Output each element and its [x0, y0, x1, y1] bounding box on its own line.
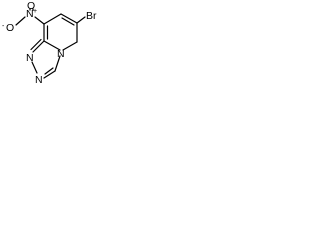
bond-nitro-o-left: [15, 16, 26, 26]
bond-c8-c7: [43, 13, 62, 25]
bond-c8a-n1: [32, 40, 45, 53]
bond-n2-c3-double: [44, 67, 54, 75]
bromine-label: Br: [86, 10, 97, 22]
bond-n1-n2: [31, 61, 38, 74]
bond-n2-c3: [43, 70, 56, 79]
bond-c7-c6-double: [61, 17, 75, 26]
bond-c3-n4: [54, 55, 61, 72]
bond-c8-nitro: [34, 16, 45, 25]
bond-c6-br: [76, 16, 86, 24]
bond-c8a-n1-double: [30, 38, 42, 51]
nitro-plus-label: +: [33, 8, 37, 15]
bond-c7-c6: [60, 13, 78, 24]
nitro-o-minus-label: -: [2, 23, 5, 30]
structure-diagram: Br N + O O - N N N: [2, 0, 97, 86]
nitro-o-top-label: O: [27, 0, 35, 12]
bond-c5-n4: [62, 41, 78, 51]
ring-n-fused-label: N: [57, 48, 65, 60]
ring-n-top-label: N: [26, 52, 34, 64]
nitro-o-left-label: O: [6, 22, 14, 34]
nitro-n-label: N: [26, 8, 34, 20]
molecule-canvas: Br N + O O - N N N: [0, 0, 103, 95]
ring-n-bottom-label: N: [35, 74, 43, 86]
bond-n4-c8a: [43, 40, 61, 51]
